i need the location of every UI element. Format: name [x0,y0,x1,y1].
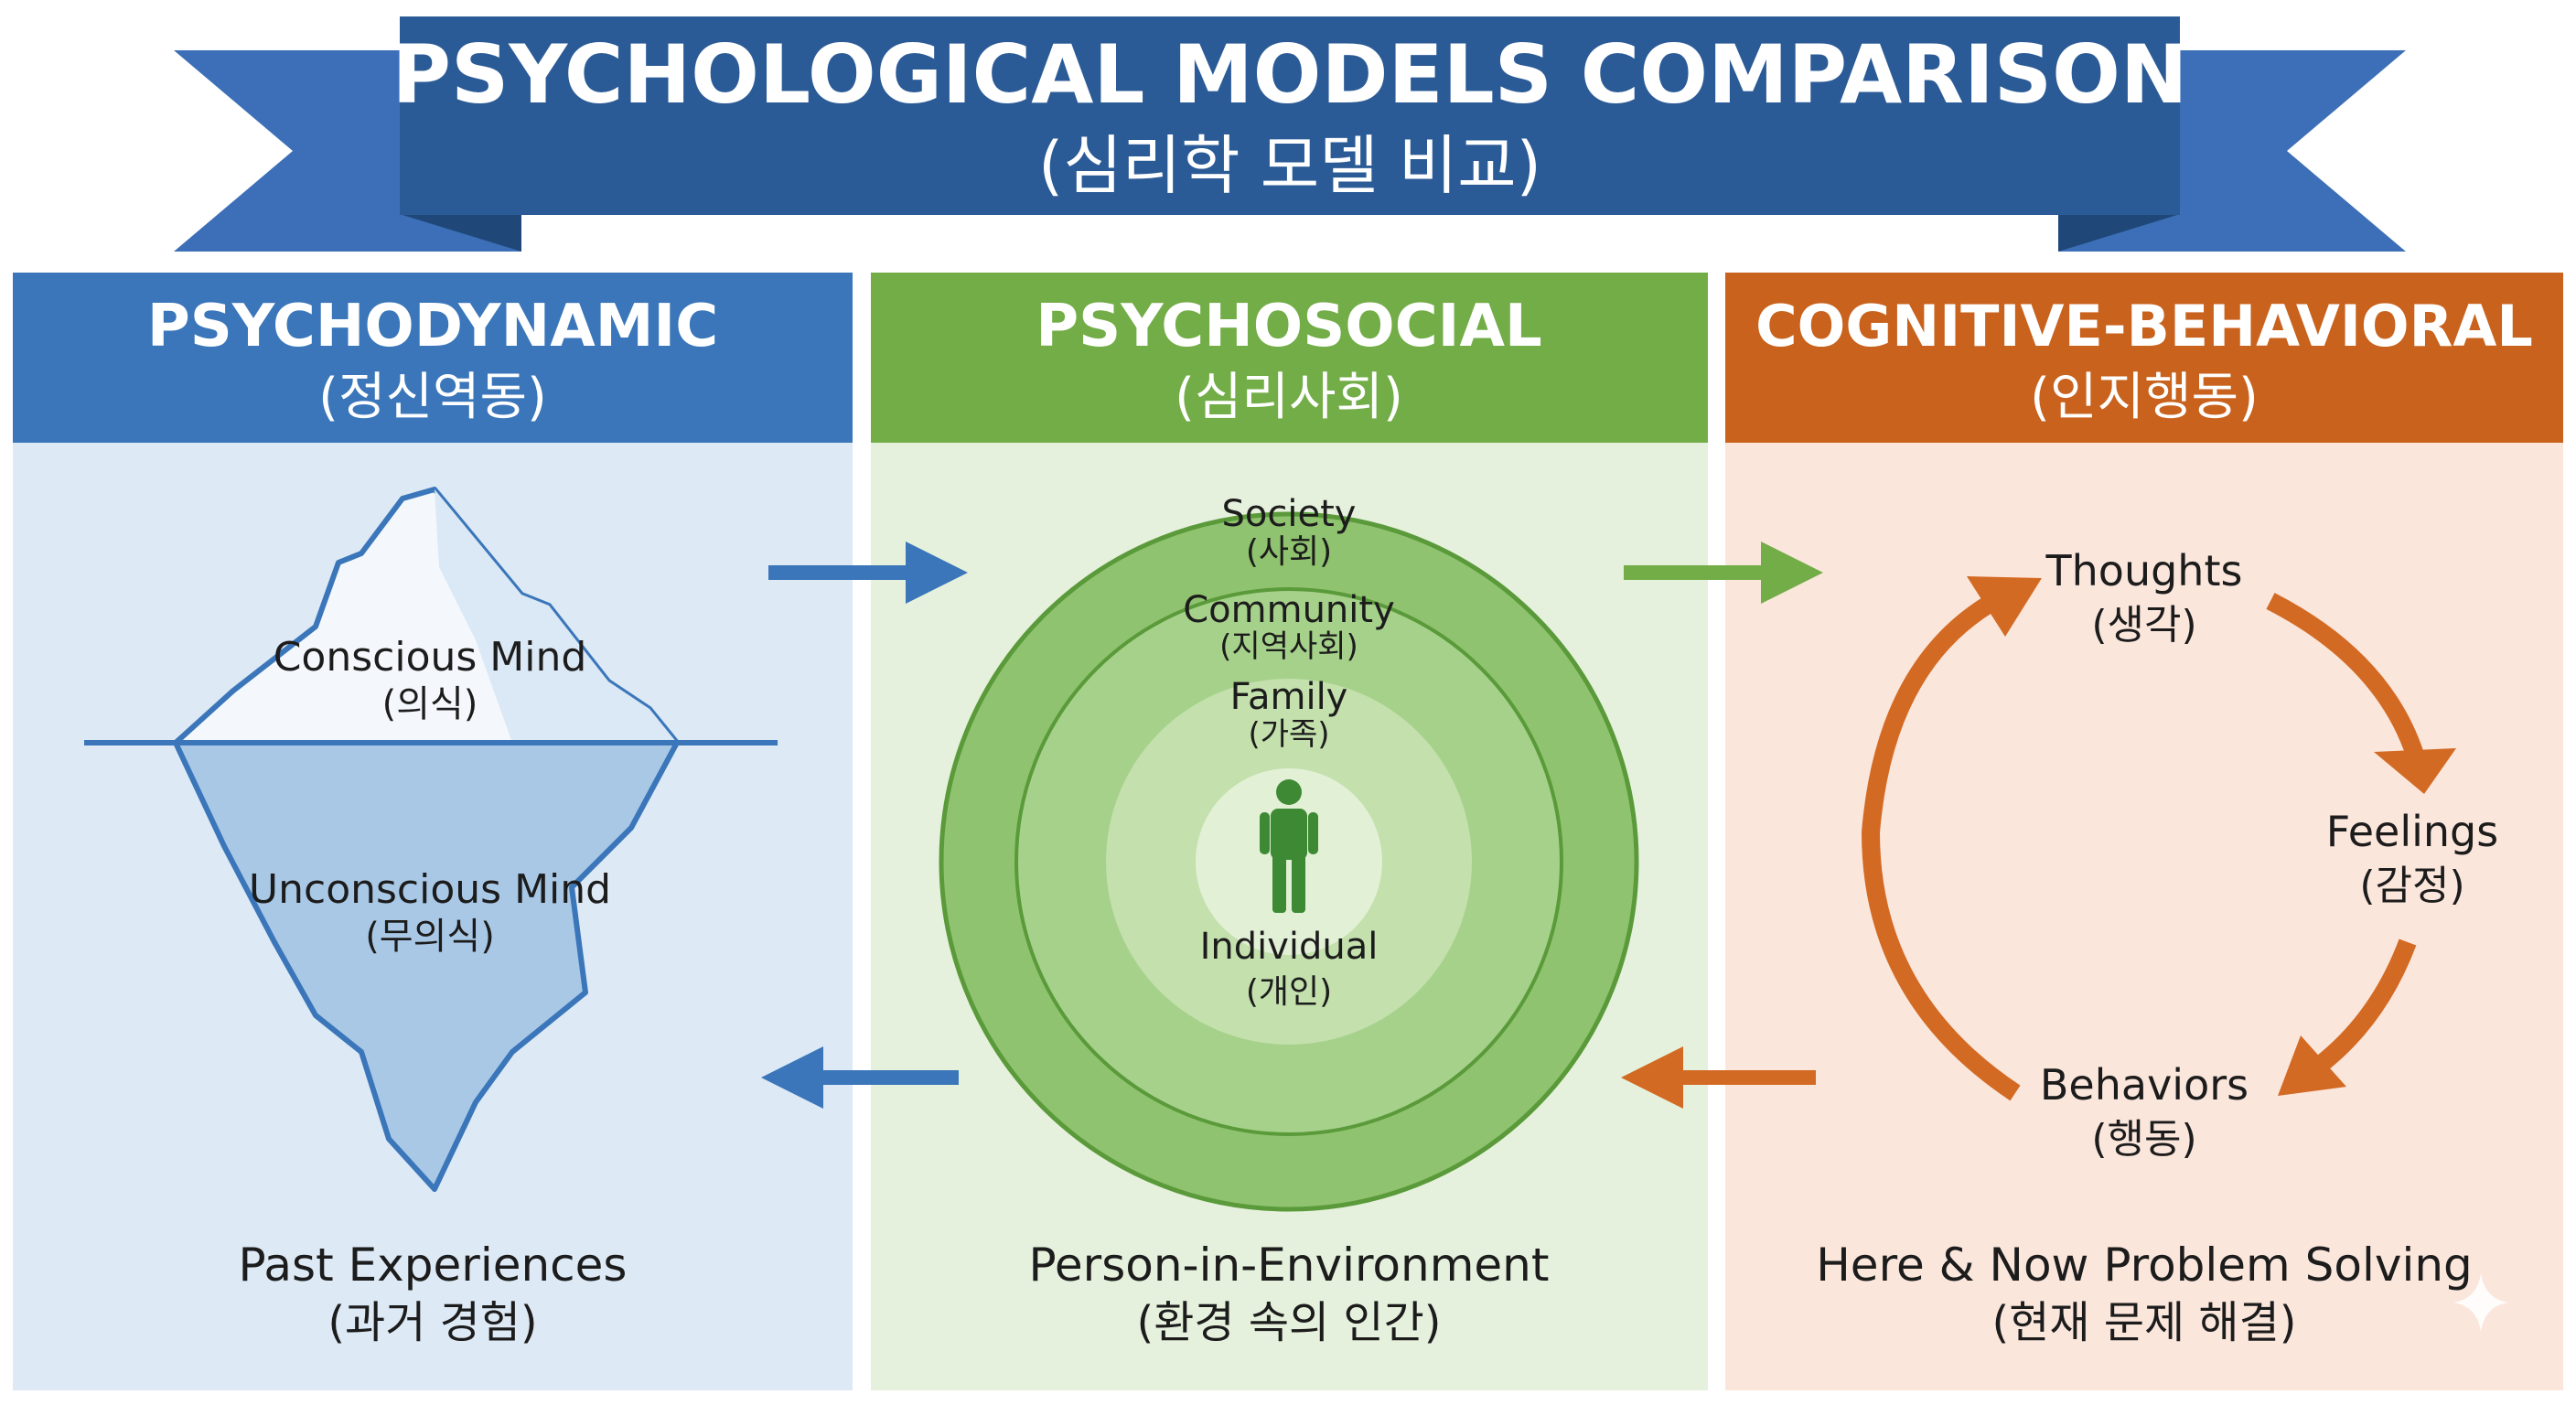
psychosocial-footer-ko: (환경 속의 인간) [1137,1297,1442,1348]
ecological-rings [939,511,1639,1212]
society-label-ko: (사회) [1246,533,1332,571]
community-label: Community [1183,589,1395,631]
unconscious-label-ko: (무의식) [365,916,495,958]
society-label: Society [1222,493,1357,535]
cognitive-subtitle: (인지행동) [2030,368,2259,427]
thoughts-label: Thoughts [2045,546,2243,595]
behaviors-label: Behaviors [2040,1060,2249,1110]
psychodynamic-header [13,273,853,443]
unconscious-label: Unconscious Mind [249,866,611,913]
title-line1: PSYCHOLOGICAL MODELS COMPARISON [392,27,2187,122]
family-label: Family [1230,676,1348,718]
conscious-label: Conscious Mind [274,634,587,681]
arrow-blue-right [768,542,968,604]
cognitive-header [1725,273,2563,443]
title-banner [400,16,2180,215]
cbt-cycle [1861,593,2424,1101]
cognitive-title: COGNITIVE-BEHAVIORAL [1755,293,2533,359]
feelings-label-ko: (감정) [2359,863,2464,909]
cognitive-footer: Here & Now Problem Solving [1816,1239,2473,1292]
feelings-label: Feelings [2326,807,2498,856]
community-label-ko: (지역사회) [1219,628,1358,665]
psychosocial-title: PSYCHOSOCIAL [1036,293,1542,360]
arrow-thoughts-to-feelings [2266,593,2424,758]
arrowhead-behaviors [2278,1035,2346,1096]
arrow-behaviors-to-thoughts [1861,595,2021,1101]
sparkle-icon [2453,1273,2508,1332]
conscious-label-ko: (의식) [382,683,478,725]
psychosocial-subtitle: (심리사회) [1175,368,1403,427]
psychosocial-header [871,273,1708,443]
arrow-orange-left [1621,1046,1816,1109]
iceberg-underwater [173,740,680,1192]
iceberg-tip-shade [435,489,677,743]
cbt-arrowheads [1967,576,2456,1096]
behaviors-label-ko: (행동) [2091,1116,2196,1163]
iceberg [84,487,778,1192]
psychodynamic-footer: Past Experiences [239,1239,628,1292]
title-line2: (심리학 모델 비교) [1038,128,1541,203]
banner-fold-left [402,215,521,252]
cognitive-footer-ko: (현재 문제 해결) [1992,1297,2297,1348]
psychosocial-footer: Person-in-Environment [1029,1239,1550,1292]
person-icon [1260,779,1318,913]
individual-label: Individual [1200,926,1379,968]
arrow-green-right [1624,542,1823,604]
thoughts-label-ko: (생각) [2091,602,2196,649]
psychodynamic-title: PSYCHODYNAMIC [147,293,718,360]
arrowhead-feelings [2374,748,2456,794]
individual-ring [1196,768,1382,955]
psychodynamic-subtitle: (정신역동) [318,368,547,427]
arrow-blue-left [761,1046,959,1109]
arrow-feelings-to-behaviors [2313,938,2417,1073]
arrowhead-thoughts [1967,576,2042,637]
individual-label-ko: (개인) [1246,973,1332,1011]
banner-fold-right [2058,215,2177,252]
family-label-ko: (가족) [1248,716,1329,753]
psychodynamic-footer-ko: (과거 경험) [327,1297,537,1348]
